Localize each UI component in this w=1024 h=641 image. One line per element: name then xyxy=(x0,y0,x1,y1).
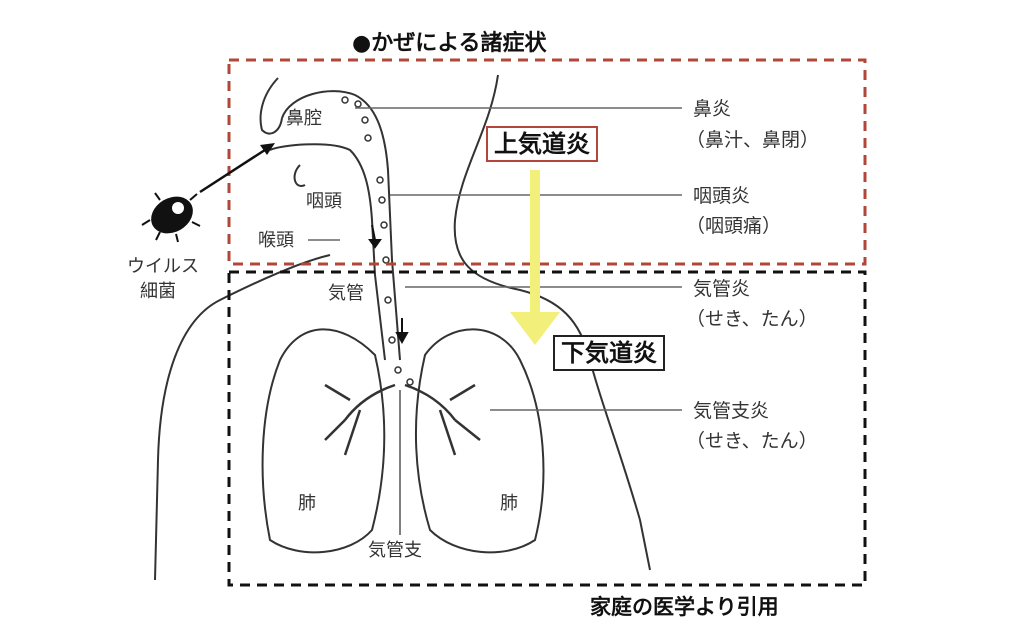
upper-airway-region xyxy=(227,58,867,266)
label-lung-left: 肺 xyxy=(298,493,316,514)
lower-airway-tag: 下気道炎 xyxy=(553,335,665,371)
label-bronchus: 気管支 xyxy=(368,540,422,561)
condition-symptoms: （せき、たん） xyxy=(686,430,818,452)
condition-name: 気管支炎 xyxy=(693,400,770,422)
page-title: ●かぜによる諸症状 xyxy=(352,31,547,56)
condition-name: 咽頭炎 xyxy=(693,185,751,207)
lungs xyxy=(261,328,545,554)
condition-symptoms: （せき、たん） xyxy=(686,308,818,330)
label-lung-right: 肺 xyxy=(500,493,518,514)
label-trachea: 気管 xyxy=(328,283,364,304)
germ-icon xyxy=(141,192,201,243)
label-larynx: 喉頭 xyxy=(258,230,294,251)
infection-arrow xyxy=(199,143,275,194)
right-lung xyxy=(414,328,545,554)
condition-name: 鼻炎 xyxy=(693,98,732,120)
condition-name: 気管炎 xyxy=(693,278,751,300)
upper-airway-tag: 上気道炎 xyxy=(486,126,598,162)
source-note: 家庭の医学より引用 xyxy=(590,595,779,619)
pathogen-label-bacteria: 細菌 xyxy=(140,281,176,302)
condition-symptoms: （鼻汁、鼻閉） xyxy=(686,129,820,151)
left-lung xyxy=(261,328,386,554)
yellow-down-arrow xyxy=(510,170,560,345)
label-nasal-cavity: 鼻腔 xyxy=(286,108,322,129)
label-pharynx: 咽頭 xyxy=(306,191,342,212)
flow-arrows xyxy=(368,224,409,345)
body-outline xyxy=(154,74,651,581)
condition-symptoms: （咽頭痛） xyxy=(686,215,782,237)
lower-airway-region xyxy=(227,270,867,587)
pathogen-label-virus: ウイルス xyxy=(127,256,199,277)
